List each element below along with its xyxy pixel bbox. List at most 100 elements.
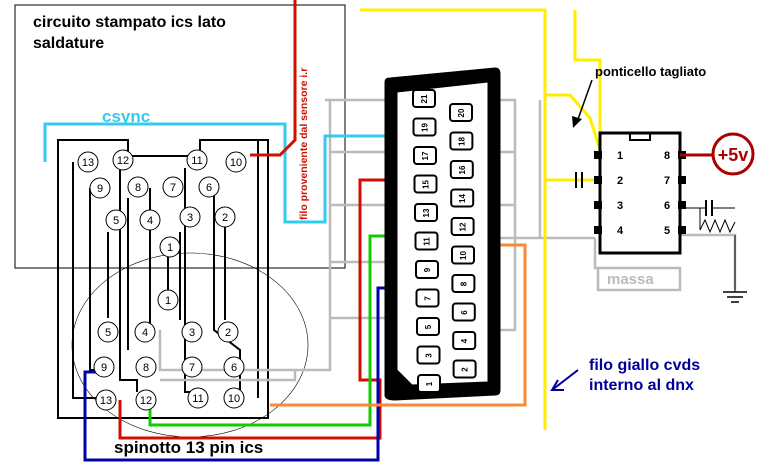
pin-number: 9 <box>101 362 107 374</box>
ic-pin-number: 6 <box>664 200 670 212</box>
scart-pin-11: 11 <box>414 231 439 251</box>
scart-pin-21: 21 <box>412 89 436 108</box>
ic-pin-1: 1 <box>594 150 623 162</box>
connector-pin-5: 5 <box>97 321 119 343</box>
scart-pin-number: 14 <box>458 194 467 203</box>
scart-pin-number: 20 <box>457 108 466 117</box>
scart-pin-number: 9 <box>423 267 432 272</box>
connector-pin-6: 6 <box>223 356 245 378</box>
ic-pin-number: 5 <box>664 225 670 237</box>
connector-pin-12: 12 <box>112 149 134 171</box>
connector-pin-7: 7 <box>162 176 184 198</box>
scart-pin-number: 11 <box>423 237 432 246</box>
scart-pin-number: 6 <box>460 310 469 315</box>
scart-pin-number: 7 <box>424 296 433 301</box>
connector-pin-8: 8 <box>135 356 157 378</box>
scart-pin-13: 13 <box>414 203 438 222</box>
scart-pin-3: 3 <box>416 345 441 365</box>
scart-pin-number: 8 <box>459 281 468 286</box>
pin-number: 7 <box>170 182 176 194</box>
scart-pin-8: 8 <box>451 274 476 293</box>
connector-pin-8: 8 <box>127 176 149 198</box>
ic-pin-6: 6 <box>664 200 686 212</box>
scart-pin-number: 2 <box>461 367 470 372</box>
ic-pin-2: 2 <box>594 175 623 187</box>
scart-pin-19: 19 <box>412 117 437 137</box>
plus5v-terminal: +5v <box>680 132 755 176</box>
board-title-line2: saldature <box>33 35 104 52</box>
connector-outline <box>57 139 269 419</box>
ground-label: massa <box>607 271 654 288</box>
connector-pin-4: 4 <box>139 209 161 231</box>
connector-pin-12: 12 <box>135 389 157 411</box>
scart-pin-number: 18 <box>457 137 466 146</box>
pin-number: 1 <box>167 242 173 254</box>
scart-pin-number: 21 <box>420 94 429 103</box>
scart-pin-number: 15 <box>422 180 431 189</box>
ic-pin-number: 7 <box>664 175 670 187</box>
pin-number: 10 <box>228 393 240 405</box>
pin-number: 8 <box>143 362 149 374</box>
scart-connector <box>384 67 501 401</box>
scart-pin-6: 6 <box>451 302 476 322</box>
scart-pin-7: 7 <box>415 288 440 308</box>
connector-pin-3: 3 <box>179 206 201 228</box>
scart-pin-1: 1 <box>417 374 441 393</box>
ic-pin-number: 4 <box>617 225 624 237</box>
csync-label: csync <box>102 107 150 126</box>
scart-pin-4: 4 <box>452 331 477 350</box>
ic-chip <box>598 131 682 255</box>
jumper-arrow-icon <box>572 79 593 128</box>
connector-label: spinotto 13 pin ics <box>114 438 263 457</box>
capacitor-pin6 <box>680 200 736 234</box>
board-title-line1: circuito stampato ics lato <box>33 14 226 31</box>
yellow-wire-jumper <box>545 93 602 151</box>
connector-pin-4: 4 <box>134 321 156 343</box>
pin-number: 2 <box>222 212 228 224</box>
scart-pin-number: 13 <box>422 208 431 217</box>
connector-pin-9: 9 <box>89 177 111 199</box>
pin-number: 9 <box>97 183 103 195</box>
scart-pin-12: 12 <box>450 217 475 236</box>
ground-symbol-icon <box>723 291 747 303</box>
ic-pin-number: 3 <box>617 200 623 212</box>
pin-number: 5 <box>113 215 119 227</box>
scart-pin-number: 5 <box>424 324 433 329</box>
connector-pin-10: 10 <box>223 387 245 409</box>
scart-pin-14: 14 <box>450 188 475 208</box>
scart-pin-15: 15 <box>413 174 438 194</box>
red-sensor-wire <box>250 0 297 157</box>
pin-number: 8 <box>135 182 141 194</box>
yellow-wire-arrow-icon <box>550 369 579 391</box>
pin-number: 1 <box>165 295 171 307</box>
connector-pin-5: 5 <box>105 209 127 231</box>
connector-pin-2: 2 <box>214 206 236 228</box>
pin-number: 2 <box>225 327 231 339</box>
connector-pin-11: 11 <box>187 387 209 409</box>
sensor-wire-label: filo proveniente dal sensore i.r <box>298 68 310 220</box>
pin-number: 6 <box>231 362 237 374</box>
pin-number: 6 <box>206 182 212 194</box>
ic-pin-5: 5 <box>664 225 686 237</box>
connector-pin-7: 7 <box>181 356 203 378</box>
scart-pin-number: 3 <box>425 353 434 358</box>
yellow-wire-label-line2: interno al dnx <box>589 377 694 394</box>
pin-number: 10 <box>230 157 242 169</box>
connector-pin-2: 2 <box>217 321 239 343</box>
pin-number: 7 <box>189 362 195 374</box>
cut-jumper-label: ponticello tagliato <box>595 64 706 79</box>
connector-pin-11: 11 <box>186 149 208 171</box>
cyan-csync-wire <box>43 122 410 224</box>
green-wire <box>148 234 410 427</box>
yellow-wire-top <box>573 10 602 150</box>
pin-number: 4 <box>147 215 153 227</box>
connector-pin-13: 13 <box>77 151 99 173</box>
capacitor-pin2 <box>575 172 583 188</box>
red-pin15-wire <box>118 178 410 440</box>
ic-pin-4: 4 <box>594 225 624 237</box>
scart-pin-number: 1 <box>425 381 434 386</box>
scart-pin-10: 10 <box>451 245 475 265</box>
scart-pin-16: 16 <box>449 160 474 179</box>
